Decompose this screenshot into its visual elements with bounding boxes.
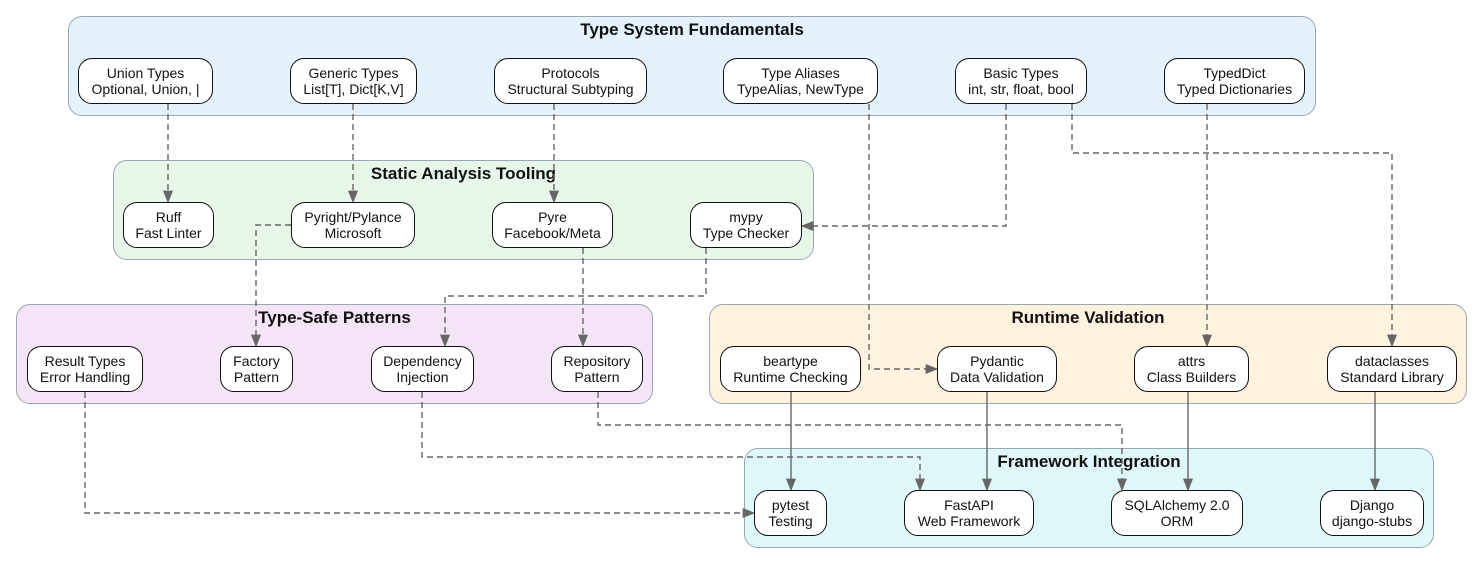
node-beartype-subtitle: Runtime Checking bbox=[733, 369, 848, 385]
node-pyright[interactable]: Pyright/Pylance Microsoft bbox=[291, 202, 415, 248]
cluster-title-runtime: Runtime Validation bbox=[1011, 308, 1165, 327]
node-type-aliases-subtitle: TypeAlias, NewType bbox=[737, 81, 864, 97]
node-repository-pattern-title: Repository bbox=[563, 353, 631, 369]
node-repository-pattern-subtitle: Pattern bbox=[574, 369, 620, 385]
node-factory-pattern[interactable]: Factory Pattern bbox=[220, 346, 293, 392]
node-attrs-title: attrs bbox=[1177, 353, 1206, 369]
node-factory-pattern-title: Factory bbox=[233, 353, 280, 369]
node-typeddict[interactable]: TypedDict Typed Dictionaries bbox=[1164, 58, 1305, 104]
node-type-aliases-title: Type Aliases bbox=[761, 65, 840, 81]
node-dataclasses-subtitle: Standard Library bbox=[1340, 369, 1444, 385]
edge-result-to-pytest bbox=[84, 392, 756, 519]
node-result-types[interactable]: Result Types Error Handling bbox=[27, 346, 143, 392]
node-dataclasses[interactable]: dataclasses Standard Library bbox=[1327, 346, 1457, 392]
node-repository-pattern[interactable]: Repository Pattern bbox=[551, 346, 643, 392]
node-protocols-subtitle: Structural Subtyping bbox=[507, 81, 634, 97]
node-protocols-title: Protocols bbox=[541, 65, 600, 81]
cluster-title-patterns: Type-Safe Patterns bbox=[258, 308, 411, 327]
node-type-aliases[interactable]: Type Aliases TypeAlias, NewType bbox=[723, 58, 878, 104]
node-pydantic-title: Pydantic bbox=[970, 353, 1024, 369]
node-generic-types-subtitle: List[T], Dict[K,V] bbox=[303, 81, 404, 97]
cluster-title-fundamentals: Type System Fundamentals bbox=[580, 20, 804, 39]
node-typeddict-title: TypedDict bbox=[1203, 65, 1266, 81]
node-sqlalchemy-title: SQLAlchemy 2.0 bbox=[1124, 497, 1230, 513]
node-sqlalchemy-subtitle: ORM bbox=[1160, 513, 1194, 529]
node-pytest-subtitle: Testing bbox=[768, 513, 813, 529]
node-basic-types[interactable]: Basic Types int, str, float, bool bbox=[955, 58, 1087, 104]
node-fastapi[interactable]: FastAPI Web Framework bbox=[904, 490, 1034, 536]
node-mypy-title: mypy bbox=[729, 209, 763, 225]
node-basic-types-title: Basic Types bbox=[983, 65, 1059, 81]
node-pyre-title: Pyre bbox=[538, 209, 567, 225]
node-pydantic-subtitle: Data Validation bbox=[950, 369, 1044, 385]
node-pyright-subtitle: Microsoft bbox=[324, 225, 382, 241]
node-dependency-injection-title: Dependency bbox=[383, 353, 462, 369]
node-factory-pattern-subtitle: Pattern bbox=[233, 369, 280, 385]
node-attrs-subtitle: Class Builders bbox=[1146, 369, 1237, 385]
node-pytest-title: pytest bbox=[771, 497, 810, 513]
node-django[interactable]: Django django-stubs bbox=[1320, 490, 1424, 536]
node-mypy-subtitle: Type Checker bbox=[702, 225, 790, 241]
edge-basic-to-mypy bbox=[800, 104, 1007, 232]
node-pyright-title: Pyright/Pylance bbox=[304, 209, 402, 225]
node-ruff[interactable]: Ruff Fast Linter bbox=[123, 202, 214, 248]
node-fastapi-subtitle: Web Framework bbox=[917, 513, 1021, 529]
node-beartype[interactable]: beartype Runtime Checking bbox=[720, 346, 861, 392]
cluster-title-tooling: Static Analysis Tooling bbox=[370, 164, 557, 183]
node-typeddict-subtitle: Typed Dictionaries bbox=[1176, 81, 1293, 97]
node-django-subtitle: django-stubs bbox=[1331, 513, 1413, 529]
node-protocols[interactable]: Protocols Structural Subtyping bbox=[494, 58, 647, 104]
node-generic-types[interactable]: Generic Types List[T], Dict[K,V] bbox=[290, 58, 417, 104]
node-ruff-subtitle: Fast Linter bbox=[135, 225, 202, 241]
node-basic-types-subtitle: int, str, float, bool bbox=[968, 81, 1074, 97]
node-result-types-subtitle: Error Handling bbox=[39, 369, 131, 385]
node-result-types-title: Result Types bbox=[44, 353, 126, 369]
node-django-title: Django bbox=[1349, 497, 1395, 513]
cluster-title-frameworks: Framework Integration bbox=[997, 452, 1181, 471]
node-pytest[interactable]: pytest Testing bbox=[754, 490, 827, 536]
node-generic-types-title: Generic Types bbox=[308, 65, 399, 81]
node-fastapi-title: FastAPI bbox=[944, 497, 994, 513]
node-dependency-injection-subtitle: Injection bbox=[396, 369, 449, 385]
node-union-types[interactable]: Union Types Optional, Union, | bbox=[78, 58, 213, 104]
node-ruff-title: Ruff bbox=[155, 209, 182, 225]
node-dependency-injection[interactable]: Dependency Injection bbox=[371, 346, 474, 392]
node-beartype-title: beartype bbox=[763, 353, 818, 369]
node-pyre-subtitle: Facebook/Meta bbox=[504, 225, 601, 241]
node-union-types-title: Union Types bbox=[106, 65, 185, 81]
node-pydantic[interactable]: Pydantic Data Validation bbox=[937, 346, 1057, 392]
node-sqlalchemy[interactable]: SQLAlchemy 2.0 ORM bbox=[1111, 490, 1243, 536]
cluster-fundamentals: Type System Fundamentals bbox=[68, 16, 1316, 116]
node-union-types-subtitle: Optional, Union, | bbox=[91, 81, 200, 97]
node-pyre[interactable]: Pyre Facebook/Meta bbox=[492, 202, 613, 248]
node-mypy[interactable]: mypy Type Checker bbox=[690, 202, 802, 248]
node-dataclasses-title: dataclasses bbox=[1355, 353, 1429, 369]
node-attrs[interactable]: attrs Class Builders bbox=[1134, 346, 1249, 392]
